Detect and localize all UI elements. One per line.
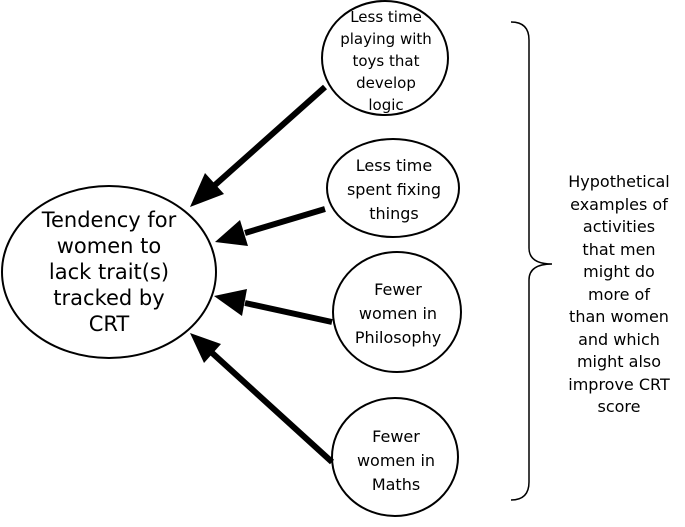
central-node-label: Tendency for women to lack trait(s) trac… xyxy=(41,208,177,336)
right-curly-brace xyxy=(510,21,553,501)
activity-node-label-fixing: Less time spent fixing things xyxy=(346,156,442,223)
brace-annotation: Hypothetical examples of activities that… xyxy=(560,164,678,426)
central-node-ellipse xyxy=(1,185,217,359)
activity-node-toys: Less time playing with toys that develop… xyxy=(330,6,442,116)
activity-node-ellipse-toys xyxy=(321,0,449,116)
activity-node-label-philosophy: Fewer women in Philosophy xyxy=(354,280,442,347)
arrow-toys-to-central xyxy=(190,84,327,207)
arrow-fixing-to-central xyxy=(215,206,326,246)
activity-node-ellipse-fixing xyxy=(326,138,460,238)
central-node: Tendency for women to lack trait(s) trac… xyxy=(12,196,206,348)
activity-node-fixing: Less time spent fixing things xyxy=(333,152,455,228)
arrow-philosophy-to-central xyxy=(214,289,333,325)
arrow-maths-to-central xyxy=(190,333,335,465)
brace-annotation-label: Hypothetical examples of activities that… xyxy=(568,172,670,417)
activity-node-label-toys: Less time playing with toys that develop… xyxy=(340,8,432,114)
activity-node-ellipse-maths xyxy=(331,397,459,517)
activity-node-label-maths: Fewer women in Maths xyxy=(356,427,436,494)
activity-node-maths: Fewer women in Maths xyxy=(337,421,455,501)
activity-node-ellipse-philosophy xyxy=(332,251,462,373)
activity-node-philosophy: Fewer women in Philosophy xyxy=(337,274,459,354)
